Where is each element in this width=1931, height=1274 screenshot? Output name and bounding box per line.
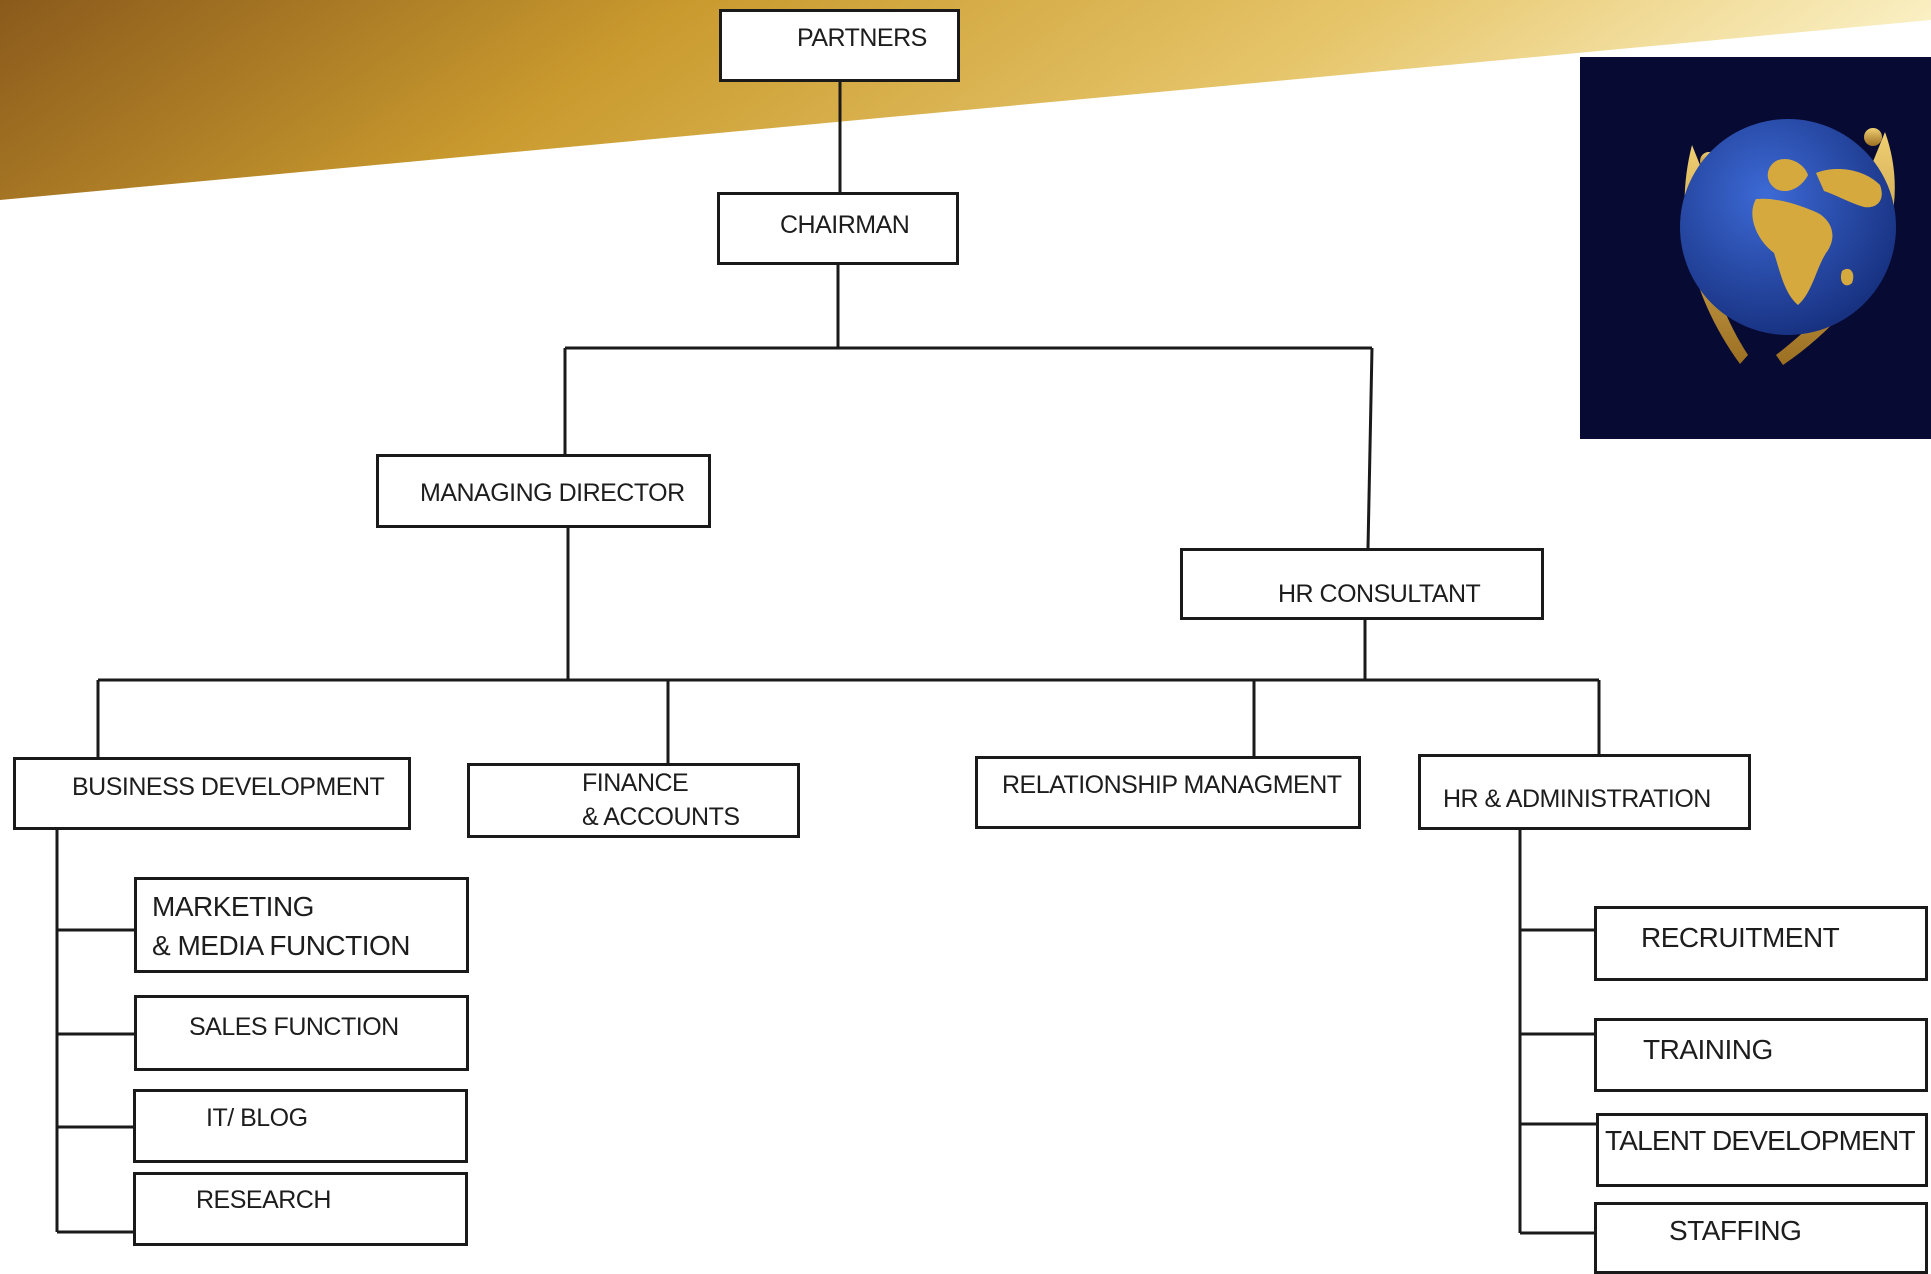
chairman-box: CHAIRMAN [717,192,959,265]
training-box: TRAINING [1594,1018,1928,1092]
talent-development-box: TALENT DEVELOPMENT [1596,1113,1928,1187]
sales-function-label: SALES FUNCTION [189,1013,399,1041]
recruitment-box: RECRUITMENT [1594,906,1928,981]
managing-director-box: MANAGING DIRECTOR [376,454,711,528]
chairman-label: CHAIRMAN [780,211,910,239]
training-label: TRAINING [1643,1034,1773,1065]
relationship-management-box: RELATIONSHIP MANAGMENT [975,756,1361,829]
finance-label: FINANCE [582,769,689,797]
it-blog-label: IT/ BLOG [206,1104,308,1132]
hr-consultant-label: HR CONSULTANT [1278,580,1481,608]
business-development-label: BUSINESS DEVELOPMENT [72,773,385,801]
hr-administration-label: HR & ADMINISTRATION [1443,785,1711,813]
research-label: RESEARCH [196,1186,331,1214]
hr-consultant-box: HR CONSULTANT [1180,548,1544,620]
talent-development-label: TALENT DEVELOPMENT [1605,1125,1916,1156]
it-blog-box: IT/ BLOG [133,1089,468,1163]
research-box: RESEARCH [133,1172,468,1246]
business-development-box: BUSINESS DEVELOPMENT [13,757,411,830]
staffing-box: STAFFING [1594,1202,1928,1274]
hr-administration-box: HR & ADMINISTRATION [1418,754,1751,830]
partners-box: PARTNERS [719,9,960,82]
marketing-label: MARKETING [152,891,314,922]
sales-function-box: SALES FUNCTION [134,995,469,1071]
relationship-management-label: RELATIONSHIP MANAGMENT [1002,771,1342,799]
gold-banner [0,0,1931,200]
managing-director-label: MANAGING DIRECTOR [420,479,685,507]
finance-accounts-box: FINANCE & ACCOUNTS [467,763,800,838]
media-function-label: & MEDIA FUNCTION [152,930,411,961]
accounts-label: & ACCOUNTS [582,803,740,831]
staffing-label: STAFFING [1669,1215,1802,1246]
globe-with-raised-arms-icon [1680,119,1896,365]
recruitment-label: RECRUITMENT [1641,922,1840,953]
partners-label: PARTNERS [797,24,927,52]
company-logo [1580,57,1931,439]
marketing-media-box: MARKETING & MEDIA FUNCTION [134,877,469,973]
